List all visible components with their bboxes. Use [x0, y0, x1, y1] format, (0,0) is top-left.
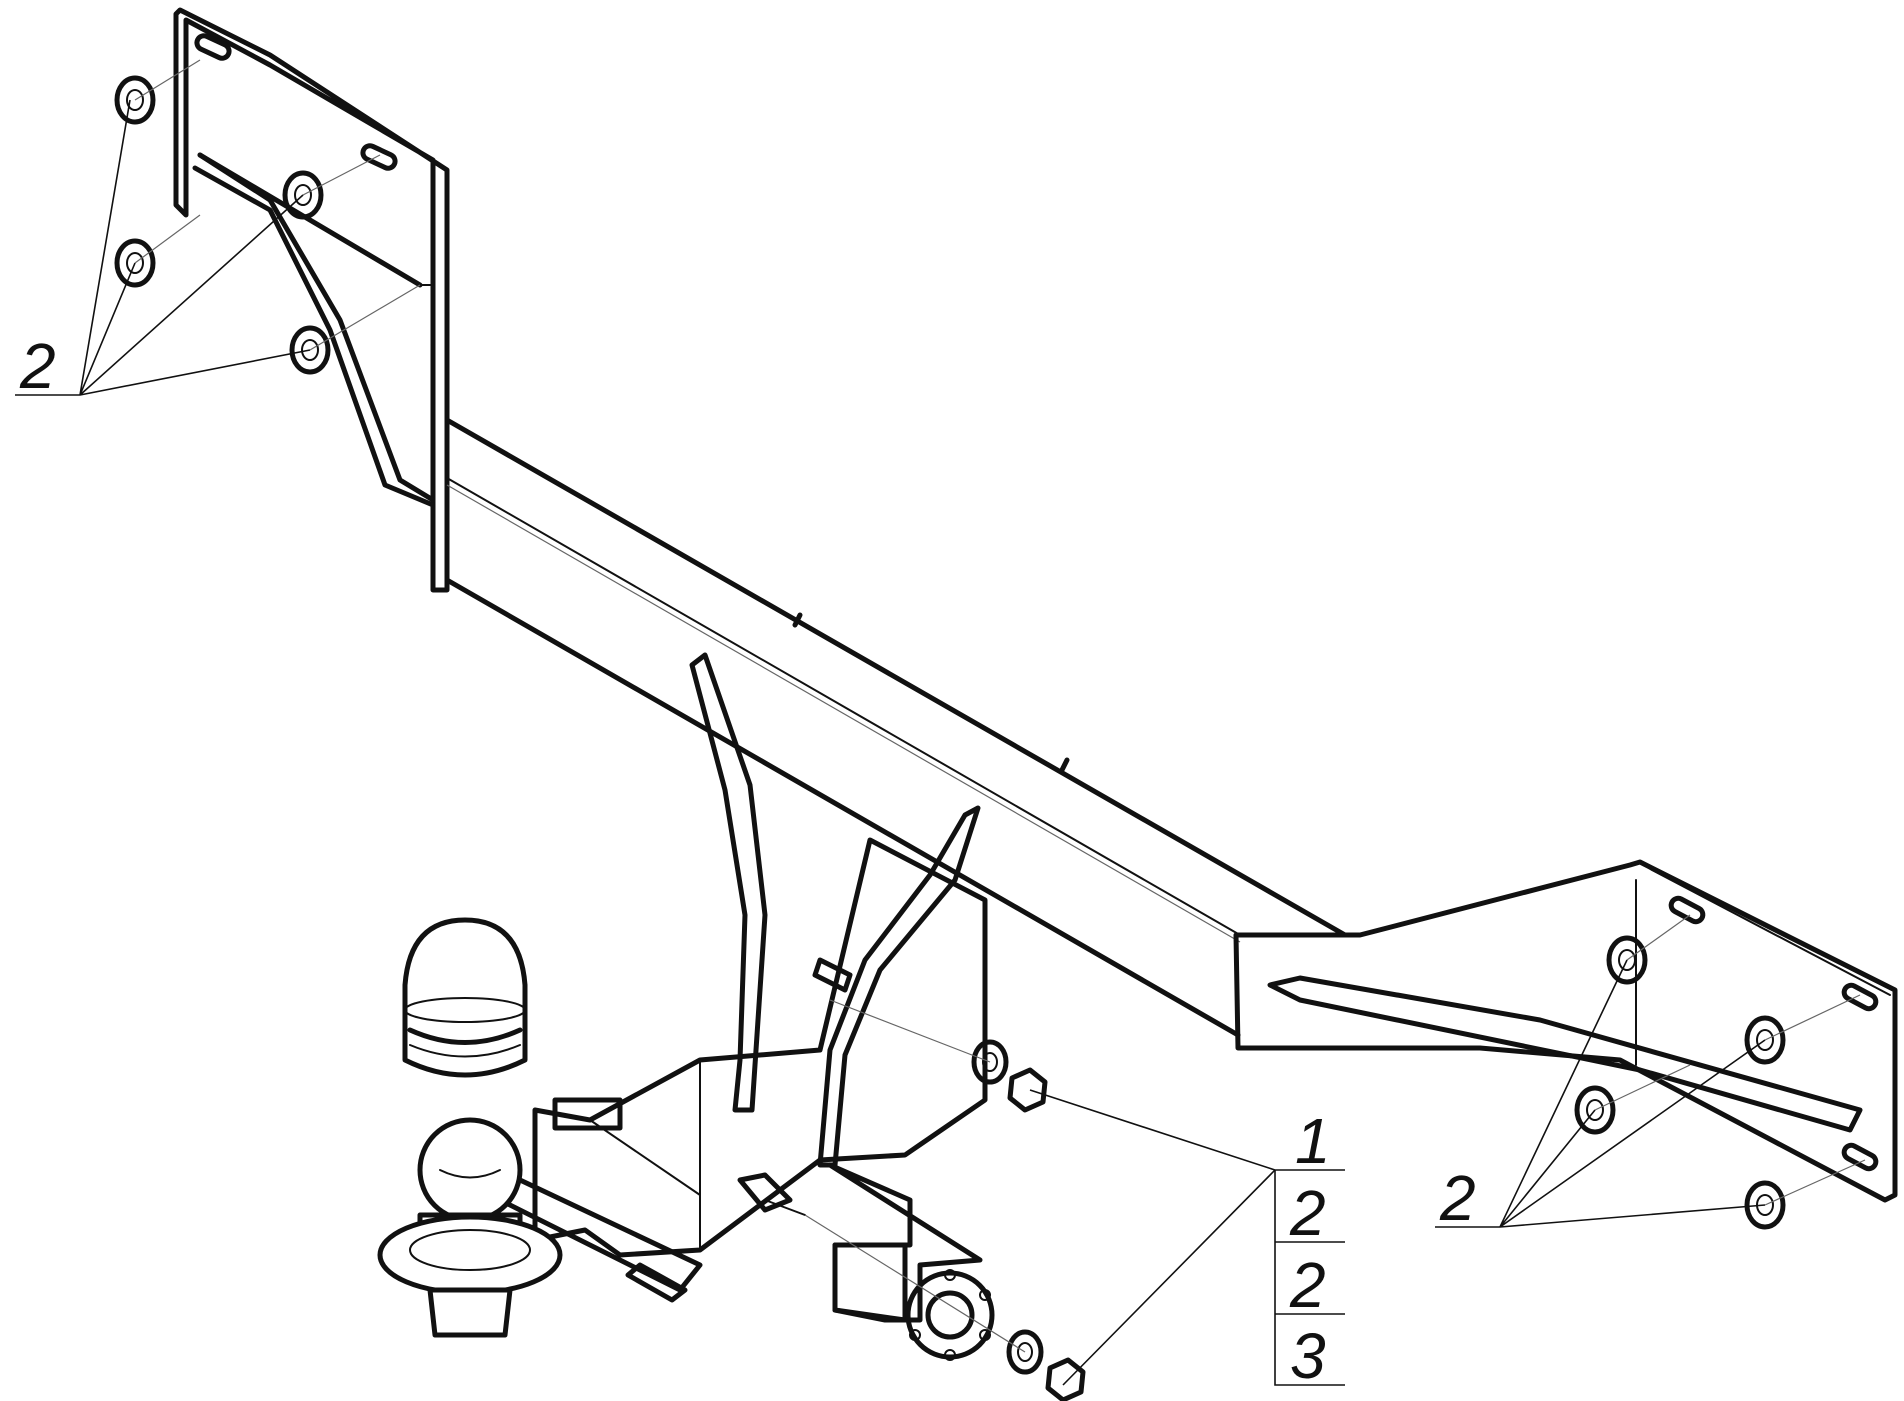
label-washers-right: 2 — [1439, 1162, 1476, 1234]
washer-icon — [1006, 1329, 1044, 1375]
left-mounting-bracket — [173, 7, 450, 593]
washer-icon — [114, 238, 156, 288]
label-part-1: 1 — [1295, 1105, 1331, 1177]
bracket-slot — [1841, 982, 1879, 1012]
nut-icon — [1045, 1357, 1086, 1401]
washer-icon — [1574, 1085, 1616, 1135]
part-labels: 2 2 1 2 2 3 — [19, 330, 1476, 1392]
washer-icon — [114, 75, 156, 125]
label-part-2a: 2 — [1289, 1177, 1326, 1249]
ball-mount-body — [497, 652, 988, 1303]
nut-icon — [1007, 1067, 1048, 1113]
label-part-2b: 2 — [1289, 1249, 1326, 1321]
nuts — [1007, 1067, 1086, 1401]
washer-icon — [1606, 935, 1648, 985]
washer-icon — [1744, 1015, 1786, 1065]
washer-icon — [282, 170, 324, 220]
washer-icon — [289, 325, 331, 375]
bracket-slot — [360, 143, 398, 171]
washers — [114, 75, 1786, 1375]
bracket-slot — [1668, 895, 1706, 925]
socket-ring — [905, 1270, 995, 1360]
leader-lines — [15, 99, 1766, 1386]
main-cross-beam — [444, 417, 1348, 1038]
socket-plate — [827, 1162, 995, 1361]
bracket-slot — [194, 33, 232, 61]
label-part-3: 3 — [1290, 1320, 1326, 1392]
bracket-slot — [1841, 1142, 1879, 1172]
tow-ball — [377, 1117, 563, 1338]
washer-icon — [971, 1039, 1009, 1085]
label-washers-left: 2 — [19, 330, 56, 402]
bolts — [737, 957, 853, 1216]
right-mounting-bracket — [1233, 859, 1898, 1203]
assembly-axes — [134, 59, 1866, 1353]
ball-cover — [402, 917, 528, 1078]
